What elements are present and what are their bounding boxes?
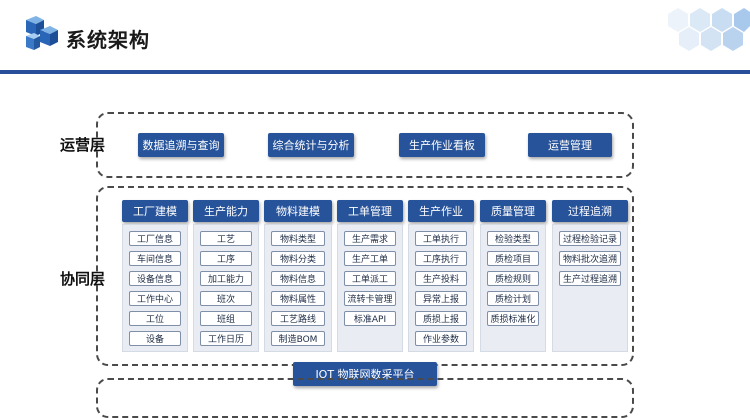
column-header[interactable]: 生产能力 — [193, 200, 259, 222]
column-header[interactable]: 工厂建模 — [122, 200, 188, 222]
list-item[interactable]: 车间信息 — [129, 251, 181, 266]
column-header[interactable]: 工单管理 — [337, 200, 403, 222]
list-item[interactable]: 制造BOM — [271, 331, 325, 346]
list-item[interactable]: 物料属性 — [271, 291, 325, 306]
page-title: 系统架构 — [66, 28, 150, 52]
column-panel: 物料类型 物料分类 物料信息 物料属性 工艺路线 制造BOM — [264, 224, 332, 352]
operations-layer-label: 运营层 — [60, 136, 106, 154]
list-item[interactable]: 设备信息 — [129, 271, 181, 286]
hexagon-cubes-logo-icon — [26, 16, 58, 50]
header-divider — [0, 70, 750, 74]
list-item[interactable]: 班组 — [200, 311, 252, 326]
list-item[interactable]: 工艺 — [200, 231, 252, 246]
list-item[interactable]: 生产工单 — [344, 251, 396, 266]
column-panel: 工厂信息 车间信息 设备信息 工作中心 工位 设备 — [122, 224, 188, 352]
list-item[interactable]: 过程检验记录 — [559, 231, 621, 246]
list-item[interactable]: 物料类型 — [271, 231, 325, 246]
list-item[interactable]: 工作日历 — [200, 331, 252, 346]
list-item[interactable]: 生产过程追溯 — [559, 271, 621, 286]
list-item[interactable]: 物料信息 — [271, 271, 325, 286]
list-item[interactable]: 工作中心 — [129, 291, 181, 306]
list-item[interactable]: 质检规则 — [487, 271, 539, 286]
list-item[interactable]: 工单派工 — [344, 271, 396, 286]
column-panel: 生产需求 生产工单 工单派工 流转卡管理 标准API — [337, 224, 403, 352]
list-item[interactable]: 流转卡管理 — [344, 291, 396, 306]
ops-item-production-board[interactable]: 生产作业看板 — [399, 133, 485, 157]
list-item[interactable]: 工位 — [129, 311, 181, 326]
list-item[interactable]: 工厂信息 — [129, 231, 181, 246]
column-panel: 工艺 工序 加工能力 班次 班组 工作日历 — [193, 224, 259, 352]
operations-layer-box — [96, 112, 634, 178]
list-item[interactable]: 异常上报 — [415, 291, 467, 306]
list-item[interactable]: 检验类型 — [487, 231, 539, 246]
ops-item-operations-management[interactable]: 运营管理 — [528, 133, 612, 157]
list-item[interactable]: 质损上报 — [415, 311, 467, 326]
list-item[interactable]: 加工能力 — [200, 271, 252, 286]
list-item[interactable]: 生产投料 — [415, 271, 467, 286]
list-item[interactable]: 工序 — [200, 251, 252, 266]
list-item[interactable]: 作业参数 — [415, 331, 467, 346]
hexagon-pattern-decoration — [668, 8, 750, 51]
list-item[interactable]: 设备 — [129, 331, 181, 346]
list-item[interactable]: 班次 — [200, 291, 252, 306]
list-item[interactable]: 标准API — [344, 311, 396, 326]
collaboration-layer-label: 协同层 — [60, 270, 106, 288]
column-panel: 过程检验记录 物料批次追溯 生产过程追溯 — [552, 224, 628, 352]
column-header[interactable]: 生产作业 — [408, 200, 474, 222]
bottom-layer-box — [96, 378, 634, 418]
list-item[interactable]: 工艺路线 — [271, 311, 325, 326]
list-item[interactable]: 质检项目 — [487, 251, 539, 266]
column-header[interactable]: 过程追溯 — [552, 200, 628, 222]
column-panel: 工单执行 工序执行 生产投料 异常上报 质损上报 作业参数 — [408, 224, 474, 352]
column-header[interactable]: 质量管理 — [480, 200, 546, 222]
ops-item-data-trace[interactable]: 数据追溯与查询 — [138, 133, 224, 157]
list-item[interactable]: 工序执行 — [415, 251, 467, 266]
list-item[interactable]: 质损标准化 — [487, 311, 539, 326]
column-panel: 检验类型 质检项目 质检规则 质检计划 质损标准化 — [480, 224, 546, 352]
list-item[interactable]: 生产需求 — [344, 231, 396, 246]
list-item[interactable]: 物料批次追溯 — [559, 251, 621, 266]
column-header[interactable]: 物料建模 — [264, 200, 332, 222]
list-item[interactable]: 工单执行 — [415, 231, 467, 246]
list-item[interactable]: 质检计划 — [487, 291, 539, 306]
header: 系统架构 — [0, 0, 750, 74]
list-item[interactable]: 物料分类 — [271, 251, 325, 266]
iot-platform-button[interactable]: IOT 物联网数采平台 — [293, 362, 437, 386]
ops-item-statistics[interactable]: 综合统计与分析 — [268, 133, 354, 157]
